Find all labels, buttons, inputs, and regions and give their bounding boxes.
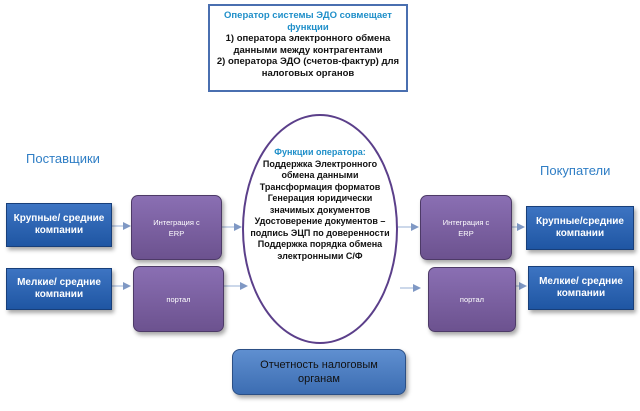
- operator-function-2: 2) оператора ЭДО (счетов-фактур) для нал…: [216, 56, 400, 79]
- right-large-companies-label: Крупные/средние компании: [536, 216, 624, 239]
- suppliers-title: Поставщики: [26, 151, 100, 166]
- tax-reporting-box: Отчетность налоговым органам: [232, 349, 406, 395]
- operator-description-box: Оператор системы ЭДО совмещает функции 1…: [208, 4, 408, 92]
- tax-reporting-label: Отчетность налоговым органам: [260, 359, 378, 385]
- buyers-title: Покупатели: [540, 163, 611, 178]
- left-erp-integration-box: Интеграция с ERP: [131, 195, 222, 260]
- right-large-companies-box: Крупные/средние компании: [526, 206, 634, 250]
- left-large-companies-box: Крупные/ средние компании: [6, 203, 112, 247]
- operator-functions-title: Функции оператора:: [274, 147, 366, 157]
- operator-function-1: 1) оператора электронного обмена данными…: [225, 33, 391, 56]
- function-signature: Удостоверение документов – подпись ЭЦП п…: [250, 216, 390, 238]
- right-small-companies-box: Мелкие/ средние компании: [528, 266, 634, 310]
- left-small-companies-box: Мелкие/ средние компании: [6, 268, 112, 310]
- right-erp-integration-label: Интеграция с ERP: [442, 217, 490, 238]
- function-legal-documents: Генерация юридически значимых документов: [267, 193, 373, 215]
- left-large-companies-label: Крупные/ средние компании: [13, 213, 105, 236]
- right-small-companies-label: Мелкие/ средние компании: [539, 276, 623, 299]
- function-edi-support: Поддержка Электронного обмена данными: [262, 158, 378, 181]
- left-portal-box: портал: [133, 266, 224, 332]
- right-erp-integration-box: Интеграция с ERP: [420, 195, 512, 260]
- operator-description-title: Оператор системы ЭДО совмещает функции: [224, 10, 392, 33]
- left-portal-label: портал: [166, 294, 191, 304]
- operator-functions-ellipse: Функции оператора: Поддержка Электронног…: [242, 114, 398, 344]
- function-format-transformation: Трансформация форматов: [259, 181, 381, 192]
- left-small-companies-label: Мелкие/ средние компании: [17, 277, 101, 300]
- right-portal-label: портал: [459, 295, 485, 304]
- right-portal-box: портал: [428, 267, 516, 332]
- function-invoice-exchange: Поддержка порядка обмена электронными С/…: [257, 239, 383, 261]
- left-erp-integration-label: Интеграция с ERP: [153, 217, 200, 238]
